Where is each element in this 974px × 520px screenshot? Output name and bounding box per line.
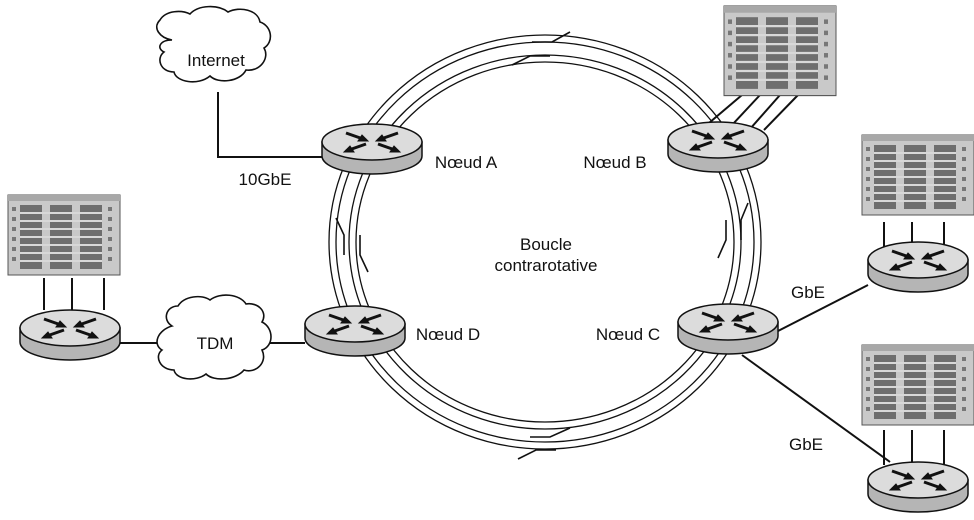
building-icon-b (722, 4, 838, 97)
links (43, 92, 945, 465)
tdm-label: TDM (197, 334, 234, 353)
tdm-cloud (156, 294, 272, 380)
node-c-label: Nœud C (596, 325, 660, 344)
building-icon-left (7, 194, 121, 276)
router-icon-d (303, 304, 407, 358)
gbe-label-2: GbE (789, 435, 823, 454)
gbe-link-1 (777, 284, 869, 332)
gbe-label-1: GbE (791, 283, 825, 302)
node-b-label: Nœud B (583, 153, 646, 172)
internet-label: Internet (187, 51, 245, 70)
link-10gbe-label: 10GbE (239, 170, 292, 189)
ring-label-line2: contrarotative (495, 256, 598, 275)
router-icon-a (320, 122, 424, 176)
internet-link (217, 92, 322, 158)
ring-direction-arrows (335, 31, 749, 460)
building-icon-c-top (861, 134, 974, 216)
router-icon-right-bottom (866, 460, 970, 514)
router-icon-b (666, 120, 770, 174)
building-icon-c-bottom (861, 344, 974, 426)
ring-label-line1: Boucle (520, 235, 572, 254)
node-d-label: Nœud D (416, 325, 480, 344)
router-icon-c (676, 302, 780, 356)
node-a-label: Nœud A (435, 153, 498, 172)
router-icon-right-top (866, 240, 970, 294)
gbe-link-2 (741, 354, 891, 463)
router-icon-left (18, 308, 122, 362)
internet-cloud (156, 5, 272, 83)
